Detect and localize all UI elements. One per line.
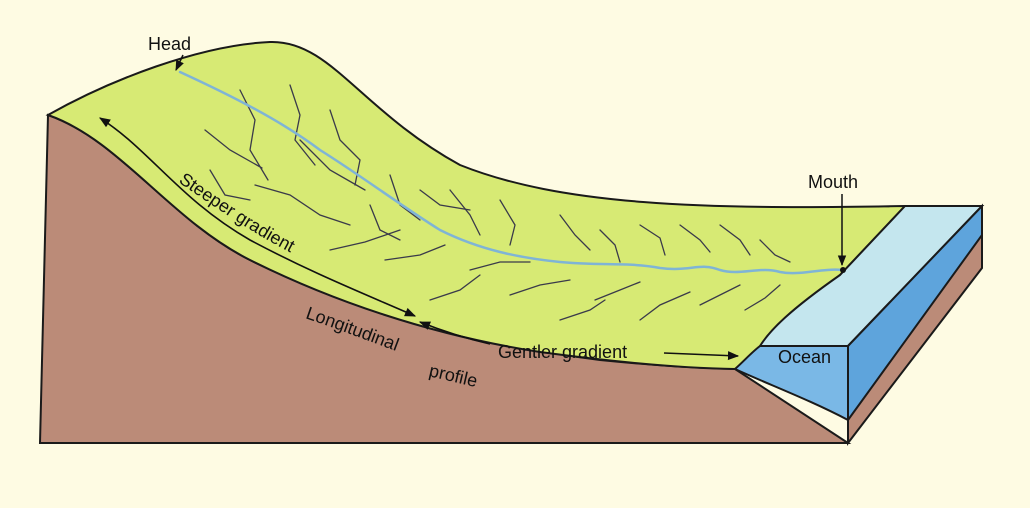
mouth-label: Mouth (808, 172, 858, 192)
ocean-side-face (847, 203, 983, 424)
steeper-gradient-arrow (99, 117, 417, 317)
head-label: Head (148, 34, 191, 54)
ocean-label: Ocean (778, 347, 831, 367)
gentler-gradient-arrow-left (418, 321, 491, 345)
head-pointer-arrow (175, 54, 184, 71)
gentler-gradient-arrow-right (663, 351, 740, 361)
gentler-gradient-label: Gentler gradient (498, 342, 627, 362)
mouth-point (840, 267, 846, 273)
